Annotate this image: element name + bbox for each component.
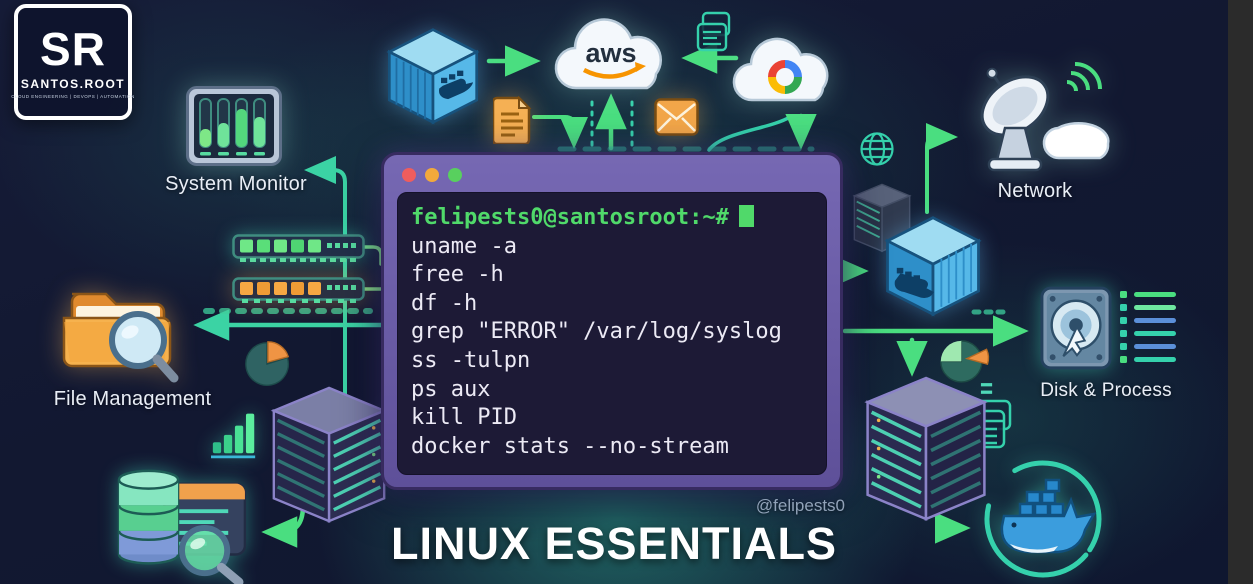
server-rack-icon-right (860, 376, 992, 522)
pie-chart-icon-right (938, 336, 994, 398)
script-icon (696, 11, 731, 53)
envelope-icon (654, 98, 699, 136)
maximize-dot-icon (448, 168, 462, 182)
logo-initials: SR (40, 22, 106, 75)
terminal-command: docker stats --no-stream (411, 433, 729, 459)
terminal-prompt-line: felipests0@santosroot:~# (411, 204, 826, 233)
ram-stick-icon-orange (232, 277, 365, 304)
arrow-document-to-terminal (532, 115, 588, 149)
terminal-command: df -h (411, 290, 478, 316)
terminal-window: felipests0@santosroot:~# uname -a free -… (381, 152, 843, 490)
document-icon (493, 96, 533, 144)
terminal-command: grep "ERROR" /var/log/syslog (411, 319, 782, 345)
terminal-screen: felipests0@santosroot:~# uname -a free -… (397, 192, 827, 475)
terminal-command: ps aux (411, 376, 491, 402)
arrow-to-system-monitor (304, 156, 347, 398)
sr-logo: SR SANTOS.ROOT CLOUD ENGINEERING | DEVOP… (11, 4, 135, 120)
docker-container-icon-right (877, 214, 989, 318)
aws-cloud-icon: aws (548, 10, 674, 98)
globe-icon (859, 131, 895, 167)
terminal-command: kill PID (411, 405, 517, 431)
file-management-label: File Management (53, 388, 212, 410)
close-dot-icon (402, 168, 416, 182)
gcp-cloud-icon (727, 22, 840, 112)
docker-whale-icon (980, 456, 1106, 582)
satellite-dish-icon (963, 52, 1111, 180)
ram-stick-icon-green (232, 234, 365, 263)
database-search-icon (110, 464, 252, 584)
server-rack-icon-left (266, 386, 392, 524)
system-monitor-label: System Monitor (165, 173, 307, 195)
aws-logo-text: aws (585, 38, 636, 68)
logo-tagline: CLOUD ENGINEERING | DEVOPS | AUTOMATION (11, 93, 135, 99)
terminal-cursor (738, 205, 754, 227)
disk-process-label: Disk & Process (1040, 380, 1172, 401)
author-handle: @felipests0 (755, 496, 845, 515)
terminal-command: ss -tulpn (411, 347, 531, 373)
terminal-prompt: felipests0@santosroot:~# (411, 205, 729, 230)
docker-container-icon (384, 24, 482, 128)
process-list-icon (1120, 291, 1178, 367)
minimize-dot-icon (425, 168, 439, 182)
hdd-icon (1040, 286, 1112, 370)
terminal-command: uname -a (411, 233, 517, 259)
window-controls (402, 168, 462, 182)
right-edge-bar (1228, 0, 1253, 584)
terminal-command: free -h (411, 262, 504, 288)
arrow-to-network (925, 123, 958, 214)
bar-chart-icon (211, 407, 257, 459)
pie-chart-icon-left (243, 340, 291, 388)
page-title: LINUX ESSENTIALS (390, 518, 838, 569)
network-label: Network (997, 180, 1073, 202)
folder-search-icon (62, 276, 187, 388)
system-monitor-icon (186, 86, 282, 166)
logo-name: SANTOS.ROOT (20, 76, 126, 91)
